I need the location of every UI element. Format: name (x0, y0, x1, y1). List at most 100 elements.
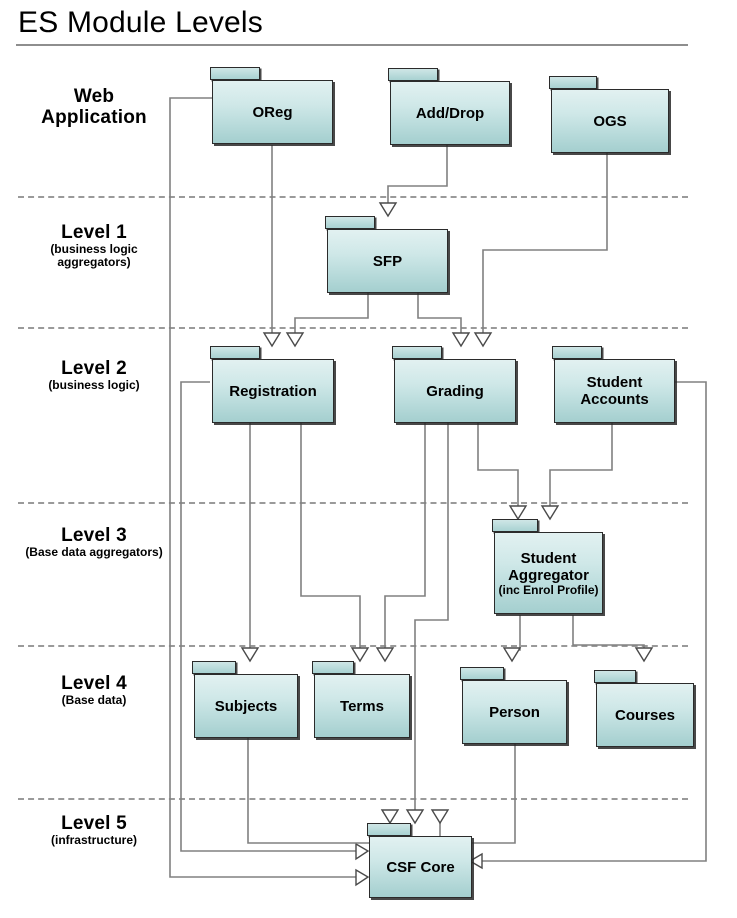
package-body: Grading (394, 359, 516, 423)
package-label: CSF Core (386, 858, 455, 876)
wire-adddrop-sfp (387, 145, 448, 203)
dependency-arrow-icon (355, 868, 370, 887)
package-label: Terms (340, 697, 384, 715)
package-courses[interactable]: Courses (594, 670, 696, 750)
package-body: Add/Drop (390, 81, 510, 145)
package-label-main: Student Aggregator (508, 549, 589, 584)
dependency-arrow-icon (378, 202, 398, 218)
dependency-arrow-icon (262, 332, 282, 348)
band-label-title: Level 4 (61, 673, 127, 694)
band-label-title: Level 5 (61, 813, 127, 834)
band-separator-4 (18, 645, 688, 647)
package-person[interactable]: Person (460, 667, 569, 747)
wire-studentaccounts-csfcore (482, 381, 707, 862)
band-label-title: Level 1 (61, 222, 127, 243)
package-label-sub: (inc Enrol Profile) (498, 582, 599, 597)
package-student-aggregator[interactable]: Student Aggregator (inc Enrol Profile) (492, 519, 605, 618)
package-label: Add/Drop (415, 104, 485, 122)
page-title: ES Module Levels (18, 6, 264, 39)
package-folder-icon (552, 346, 602, 359)
package-body: OReg (212, 80, 333, 144)
package-label: Courses (614, 706, 676, 724)
package-add-drop[interactable]: Add/Drop (388, 68, 512, 148)
band-separator-5 (18, 798, 688, 800)
band-label-line1: Web (73, 86, 115, 107)
package-folder-icon (367, 823, 411, 836)
dependency-arrow-icon (285, 332, 305, 348)
band-label-note: (Base data) (61, 693, 127, 707)
package-body: Courses (596, 683, 694, 747)
package-label: Grading (426, 382, 484, 400)
wire-studentaggregator-courses (572, 615, 645, 648)
package-folder-icon (312, 661, 354, 674)
package-body: CSF Core (369, 836, 472, 898)
package-csf-core[interactable]: CSF Core (367, 823, 474, 901)
package-label: Subjects (214, 697, 278, 715)
package-folder-icon (192, 661, 236, 674)
wire-oreg-csfcore (169, 97, 356, 878)
package-subjects[interactable]: Subjects (192, 661, 300, 741)
package-body: Student Accounts (554, 359, 675, 423)
package-folder-icon (594, 670, 636, 683)
band-label-level-3: Level 3 (Base data aggregators) (14, 525, 174, 559)
package-label: Person (489, 703, 540, 721)
band-separator-1 (18, 196, 688, 198)
package-label: OReg (252, 103, 293, 121)
package-label: Registration (229, 382, 317, 400)
package-sfp[interactable]: SFP (325, 216, 450, 296)
package-ogs[interactable]: OGS (549, 76, 671, 156)
package-folder-icon (210, 346, 260, 359)
package-folder-icon (388, 68, 438, 81)
band-label-level-2: Level 2 (business logic) (14, 358, 174, 392)
dependency-arrow-icon (473, 332, 493, 348)
dependency-arrow-icon (430, 809, 450, 825)
wire-sfp-grading (417, 290, 462, 333)
wire-registration-terms (300, 423, 361, 648)
package-folder-icon (492, 519, 538, 532)
dependency-arrow-icon (451, 332, 471, 348)
package-terms[interactable]: Terms (312, 661, 412, 741)
dependency-arrow-icon (468, 852, 483, 870)
package-body: Registration (212, 359, 334, 423)
dependency-arrow-icon (355, 842, 370, 861)
package-grading[interactable]: Grading (392, 346, 518, 426)
band-label-level-1: Level 1 (business logic aggregators) (14, 222, 174, 269)
wire-grading-csfcore (414, 423, 449, 810)
dependency-arrow-icon (634, 647, 654, 663)
dependency-arrow-icon (405, 809, 425, 825)
package-folder-icon (210, 67, 260, 80)
band-label-web-application: Web Application (14, 86, 174, 128)
wire-ogs-grading (482, 153, 608, 333)
band-label-title: Level 3 (61, 525, 127, 546)
package-body: Subjects (194, 674, 298, 738)
dependency-arrow-icon (375, 647, 395, 663)
package-label: Student Accounts (580, 374, 649, 408)
dependency-arrow-icon (508, 505, 528, 521)
wire-grading-studentaggregator (477, 423, 519, 506)
band-label-level-5: Level 5 (infrastructure) (14, 813, 174, 847)
wire-grading-terms (384, 423, 426, 648)
wire-person-csfcore (439, 738, 516, 844)
package-oreg[interactable]: OReg (210, 67, 335, 147)
package-folder-icon (325, 216, 375, 229)
wire-studentaggregator-person (511, 615, 521, 651)
band-label-note: (Base data aggregators) (25, 545, 163, 559)
package-body: Person (462, 680, 567, 744)
package-label: Student Aggregator (inc Enrol Profile) (495, 550, 602, 597)
band-label-level-4: Level 4 (Base data) (14, 673, 174, 707)
package-body: Student Aggregator (inc Enrol Profile) (494, 532, 603, 614)
band-separator-3 (18, 502, 688, 504)
dependency-arrow-icon (350, 647, 370, 663)
band-label-title: Level 2 (61, 358, 127, 379)
title-underline (16, 44, 688, 46)
package-student-accounts[interactable]: Student Accounts (552, 346, 677, 426)
package-registration[interactable]: Registration (210, 346, 336, 426)
package-body: Terms (314, 674, 410, 738)
dependency-arrow-icon (502, 647, 522, 663)
dependency-arrow-icon (240, 647, 260, 663)
package-body: OGS (551, 89, 669, 153)
band-label-line2: Application (41, 107, 147, 128)
package-label: SFP (372, 252, 403, 270)
